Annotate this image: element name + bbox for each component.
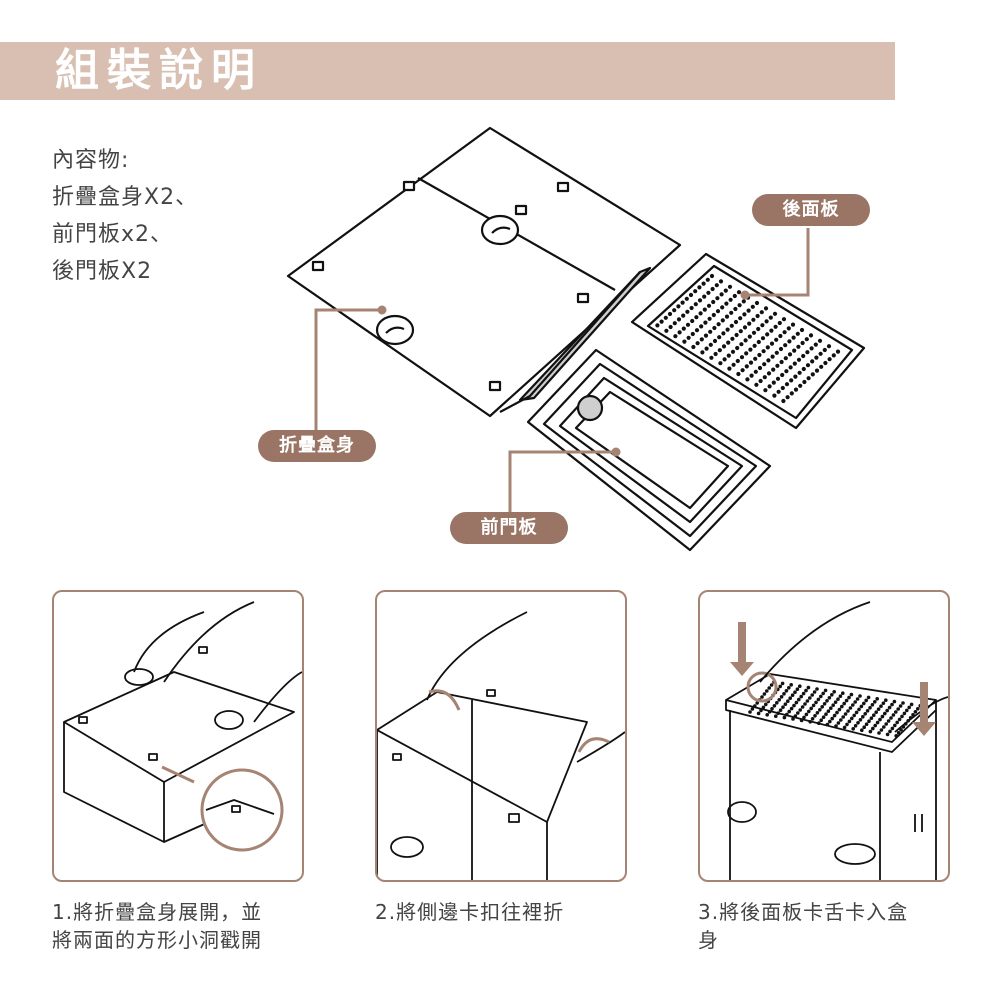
step-2-caption: 2.將側邊卡扣往裡折 bbox=[375, 898, 564, 926]
step-caption-line: 3.將後面板卡舌卡入盒 bbox=[698, 900, 909, 924]
title-bar bbox=[0, 42, 895, 100]
contents-list: 內容物: 折疊盒身X2、 前門板x2、 後門板X2 bbox=[52, 142, 198, 290]
contents-item: 折疊盒身X2、 bbox=[52, 185, 199, 210]
step-1-caption: 1.將折疊盒身展開，並 將兩面的方形小洞戳開 bbox=[52, 898, 262, 954]
page-title: 組裝說明 bbox=[55, 45, 263, 96]
contents-heading: 內容物: bbox=[52, 148, 130, 173]
contents-item: 後門板X2 bbox=[52, 259, 153, 284]
front-door-illustration bbox=[526, 348, 772, 552]
leader-lines bbox=[314, 228, 810, 512]
step-caption-line: 2.將側邊卡扣往裡折 bbox=[375, 900, 565, 924]
parts-illustration bbox=[286, 126, 866, 552]
step-caption-line: 1.將折疊盒身展開，並 bbox=[52, 900, 263, 924]
label-folding-box: 折疊盒身 bbox=[258, 430, 376, 462]
contents-item: 前門板x2、 bbox=[52, 222, 174, 247]
step-3-panel bbox=[698, 590, 950, 882]
step-3-caption: 3.將後面板卡舌卡入盒 身 bbox=[698, 898, 908, 954]
step-caption-line: 將兩面的方形小洞戳開 bbox=[52, 928, 262, 952]
label-back-panel: 後面板 bbox=[752, 194, 870, 226]
step-2-panel bbox=[375, 590, 627, 882]
step-1-panel bbox=[52, 590, 304, 882]
label-front-door: 前門板 bbox=[450, 512, 568, 544]
back-panel-illustration bbox=[630, 252, 866, 430]
folding-box-illustration bbox=[286, 126, 682, 418]
step-caption-line: 身 bbox=[698, 928, 719, 952]
